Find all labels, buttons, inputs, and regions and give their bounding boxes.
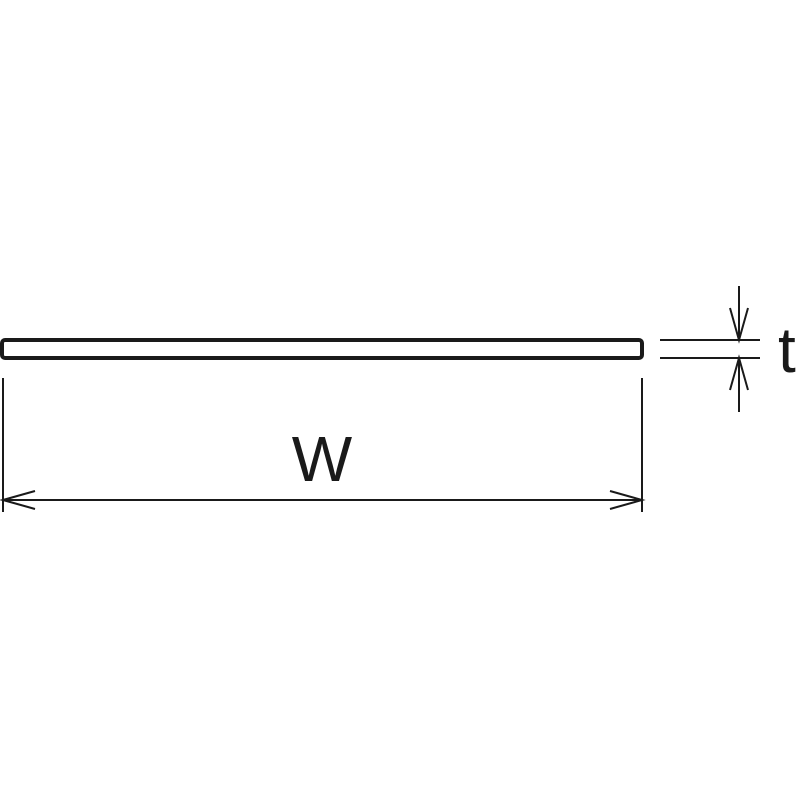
width-label: W <box>292 423 353 495</box>
width-arrow-right <box>609 490 646 510</box>
thickness-arrow-top <box>729 307 749 344</box>
width-arrow-left <box>0 490 36 510</box>
thickness-arrow-bottom <box>729 354 749 391</box>
flat-bar-profile <box>0 338 644 360</box>
thickness-label: t <box>778 314 796 386</box>
